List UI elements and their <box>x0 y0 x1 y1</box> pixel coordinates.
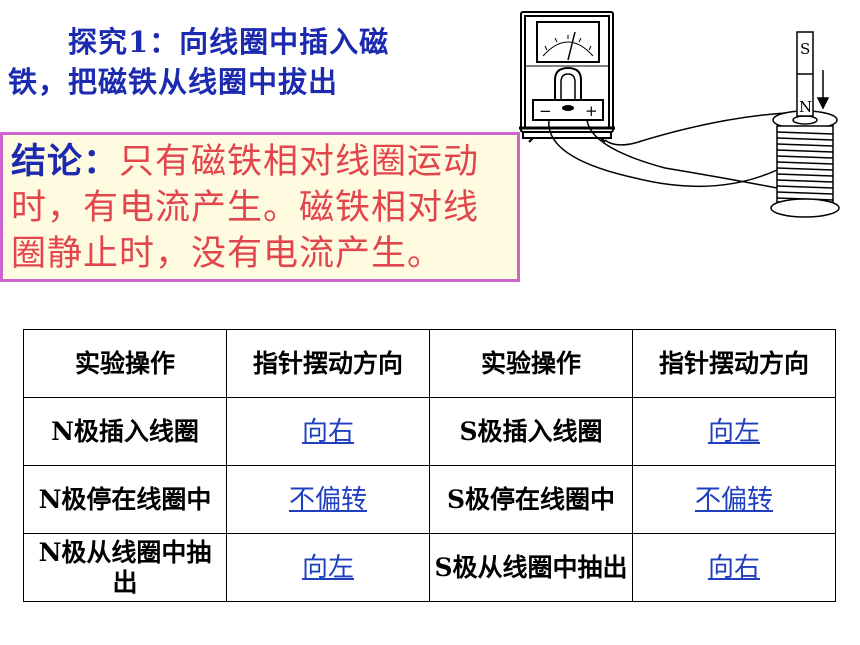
direction-answer[interactable]: 向右 <box>632 533 836 602</box>
meter-zero-knob <box>562 105 574 111</box>
meter-minus-terminal: − <box>539 102 552 120</box>
conclusion-box: 结论：只有磁铁相对线圈运动时，有电流产生。磁铁相对线圈静止时，没有电流产生。 <box>0 132 520 282</box>
operation-cell: S极从线圈中抽出 <box>429 533 633 602</box>
table-header-row: 实验操作 指针摆动方向 实验操作 指针摆动方向 <box>23 329 836 398</box>
header-operation-1: 实验操作 <box>23 329 227 398</box>
table-row: N极停在线圈中 不偏转 S极停在线圈中 不偏转 <box>23 465 836 534</box>
galvanometer-coil-apparatus: − + S N <box>519 11 840 218</box>
connecting-wires <box>548 112 786 189</box>
magnet-south-pole: S <box>800 40 810 58</box>
coil <box>770 110 840 218</box>
operation-cell: N极停在线圈中 <box>23 465 227 534</box>
header-direction-2: 指针摆动方向 <box>632 329 836 398</box>
galvanometer <box>519 11 615 143</box>
direction-answer[interactable]: 不偏转 <box>226 465 430 534</box>
bar-magnet <box>796 31 814 117</box>
operation-cell: S极停在线圈中 <box>429 465 633 534</box>
down-arrow-icon <box>816 70 830 110</box>
table-row: N极从线圈中抽出 向左 S极从线圈中抽出 向右 <box>23 533 836 602</box>
direction-answer[interactable]: 不偏转 <box>632 465 836 534</box>
experiment-heading: 探究1：向线圈中插入磁 铁，把磁铁从线圈中拔出 <box>8 22 528 102</box>
operation-cell: N极从线圈中抽出 <box>23 533 227 602</box>
meter-plus-terminal: + <box>585 102 598 120</box>
results-table: 实验操作 指针摆动方向 实验操作 指针摆动方向 N极插入线圈 向右 S极插入线圈… <box>23 329 836 602</box>
magnet-north-pole: N <box>799 98 812 116</box>
operation-cell: S极插入线圈 <box>429 397 633 466</box>
heading-line-1: 探究1：向线圈中插入磁 <box>68 25 390 59</box>
direction-answer[interactable]: 向左 <box>226 533 430 602</box>
header-direction-1: 指针摆动方向 <box>226 329 430 398</box>
table-row: N极插入线圈 向右 S极插入线圈 向左 <box>23 397 836 466</box>
header-operation-2: 实验操作 <box>429 329 633 398</box>
direction-answer[interactable]: 向左 <box>632 397 836 466</box>
conclusion-label: 结论： <box>11 141 120 182</box>
conclusion-text: 只有磁铁相对线圈运动时，有电流产生。磁铁相对线圈静止时，没有电流产生。 <box>11 142 480 274</box>
heading-line-2: 铁，把磁铁从线圈中拔出 <box>8 65 339 99</box>
direction-answer[interactable]: 向右 <box>226 397 430 466</box>
operation-cell: N极插入线圈 <box>23 397 227 466</box>
